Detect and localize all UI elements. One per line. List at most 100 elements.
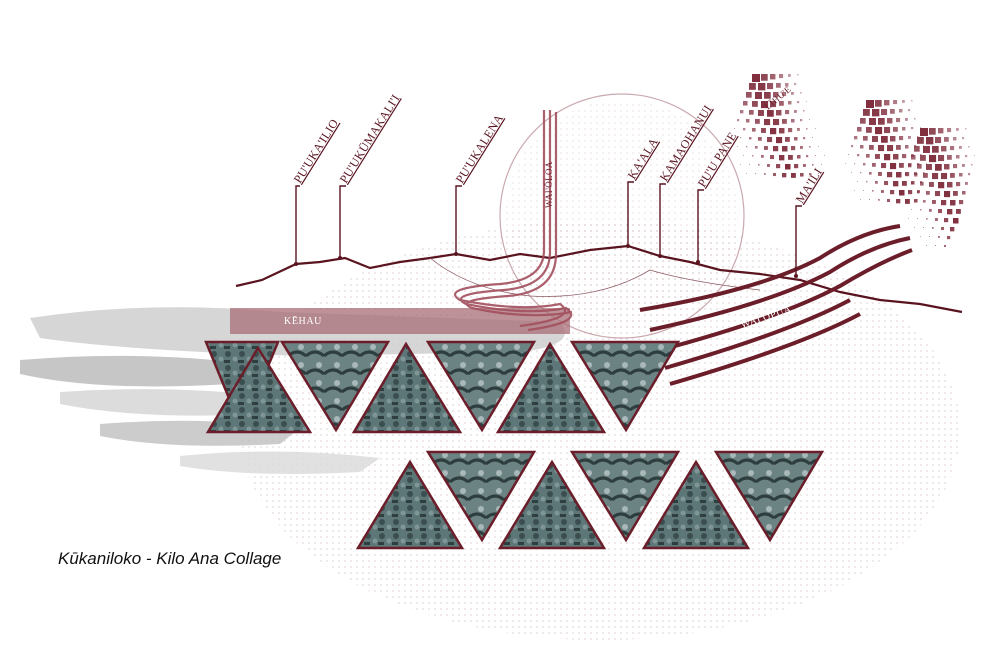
rain-pixel — [872, 136, 878, 142]
rain-pixel — [899, 136, 904, 141]
rain-pixel — [770, 74, 776, 80]
rain-pixel — [812, 137, 813, 138]
rain-pixel — [875, 181, 878, 184]
rain-pixel — [812, 164, 814, 166]
rain-pixel — [782, 146, 788, 152]
rain-pixel — [770, 101, 777, 108]
rain-pixel — [893, 100, 898, 105]
rain-pixel — [815, 128, 816, 129]
rain-pixel — [752, 101, 758, 107]
rain-pixel — [881, 109, 888, 116]
rain-pixel — [965, 155, 968, 158]
rain-pixel — [866, 181, 868, 183]
rain-pixel — [935, 164, 942, 171]
rain-pixel — [782, 173, 787, 178]
rain-pixel — [956, 128, 959, 131]
rain-pixel — [947, 236, 951, 240]
rain-pixel — [950, 173, 955, 178]
rain-pixel — [962, 164, 965, 167]
rain-pixel — [746, 92, 752, 98]
rain-pixel — [935, 218, 938, 221]
rain-pixel — [776, 110, 782, 116]
peak-markers — [295, 181, 802, 276]
rain-pixel — [785, 164, 791, 170]
rain-pixel — [896, 118, 901, 123]
waioloa-label: WAI'ŌLOA — [544, 161, 554, 208]
rain-pixel — [773, 92, 779, 98]
rain-pixel — [815, 155, 816, 156]
peak-label: PU'UKA'ILIO — [291, 116, 342, 185]
rain-pixel — [779, 101, 784, 106]
rain-pixel — [758, 164, 760, 166]
rain-pixel — [869, 118, 876, 125]
rain-pixel — [929, 182, 934, 187]
rain-pixel — [914, 200, 916, 202]
rain-pixel — [746, 173, 747, 174]
rain-pixel — [749, 110, 754, 115]
rain-pixel — [878, 172, 882, 176]
rain-pixel — [794, 110, 797, 113]
rain-pixel — [893, 154, 899, 160]
rain-pixel — [911, 182, 914, 185]
rain-pixel — [743, 155, 744, 156]
rain-pixel — [917, 164, 922, 169]
rain-pixel — [974, 155, 975, 156]
rain-pixel — [767, 83, 774, 90]
rain-pixel — [731, 137, 732, 138]
rain-pixel — [779, 155, 785, 161]
rain-pixel — [752, 155, 754, 157]
rain-pixel — [848, 154, 850, 156]
rain-pixel — [791, 119, 795, 123]
rain-pixel — [929, 155, 937, 163]
rain-pixel — [794, 137, 798, 141]
rain-pixel — [764, 119, 771, 126]
rain-pixel — [770, 155, 775, 160]
rain-pixel — [791, 146, 796, 151]
rain-pixel — [746, 119, 750, 123]
photo-triangle — [713, 450, 825, 543]
rain-pixel — [917, 191, 920, 194]
rain-pixel — [959, 146, 962, 149]
rain-pixel — [971, 164, 973, 166]
rain-pixel — [845, 163, 846, 164]
rain-pixel — [905, 145, 909, 149]
rain-pixel — [938, 209, 943, 214]
rain-pixel — [860, 145, 864, 149]
rain-pixel — [947, 182, 953, 188]
rain-pixel — [926, 137, 934, 145]
photo-triangle — [205, 345, 313, 434]
rain-pixel — [929, 209, 932, 212]
rain-pixel — [911, 155, 916, 160]
rain-pixel — [854, 136, 858, 140]
rain-pixel — [740, 110, 744, 114]
photo-triangle — [495, 341, 607, 434]
rain-pixel — [941, 173, 948, 180]
rain-pixel — [824, 155, 825, 156]
rain-pixel — [875, 127, 883, 135]
peak-label: PU'UKALENA — [453, 112, 506, 186]
rain-pixel — [932, 200, 936, 204]
rain-pixel — [800, 119, 803, 122]
rain-pixel — [785, 83, 789, 87]
rain-pixel — [776, 137, 783, 144]
rain-pixel — [755, 146, 758, 149]
rain-pixel — [941, 227, 945, 231]
rain-pixel — [884, 181, 889, 186]
rain-pixel — [953, 191, 958, 196]
rain-pixel — [788, 101, 792, 105]
rain-pixel — [809, 173, 812, 176]
sun-circle — [499, 93, 745, 339]
rain-pixel — [758, 110, 764, 116]
rain-pixel — [773, 173, 777, 177]
rain-pixel — [797, 155, 801, 159]
rain-pixel — [917, 137, 924, 144]
rain-pixel — [863, 190, 864, 191]
rain-pixel — [902, 154, 907, 159]
rain-pixel — [923, 172, 925, 174]
rain-pixel — [803, 164, 806, 167]
rain-pixel — [794, 83, 797, 86]
rain-pixel — [953, 164, 958, 169]
rain-pixel — [749, 137, 752, 140]
rain-pixel — [872, 163, 876, 167]
